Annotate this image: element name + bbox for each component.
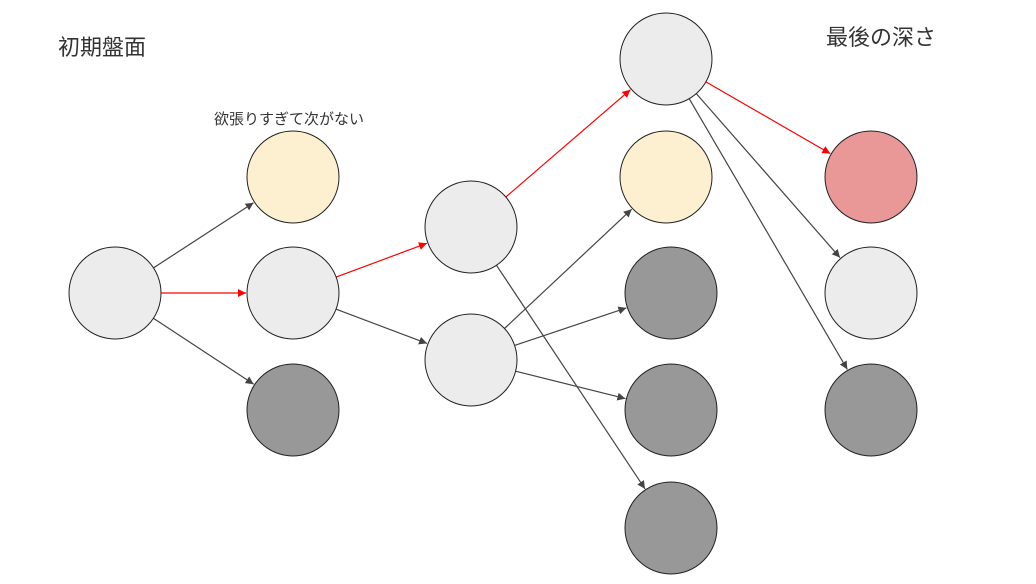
selected-edge-d1-mid-to-d2-top [335, 242, 428, 278]
node-d3-dark1 [624, 246, 718, 340]
initial-board-label: 初期盤面 [58, 36, 147, 61]
edge-d2-top-to-d3-dark3 [496, 264, 646, 490]
node-d3-yellow [619, 130, 713, 224]
edge-d3-top-to-d4-light [695, 93, 841, 258]
final-depth-label: 最後の深さ [826, 26, 937, 51]
node-d3-dark3 [624, 481, 718, 575]
node-d3-dark2 [624, 363, 718, 457]
node-layer [68, 12, 918, 575]
node-d2-top [424, 180, 518, 274]
edge-d1-mid-to-d2-bot [335, 308, 428, 345]
selected-edge-d3-top-to-d4-red [705, 81, 831, 155]
node-d1-bot [246, 363, 340, 457]
edge-layer [153, 81, 848, 490]
edge-root-to-d1-top [153, 202, 254, 269]
edge-root-to-d1-bot [153, 317, 255, 385]
node-d4-light [824, 246, 918, 340]
node-d1-top [246, 130, 340, 224]
selected-edge-d2-top-to-d3-top [505, 89, 631, 198]
node-d1-mid [246, 246, 340, 340]
node-d4-red [824, 130, 918, 224]
edge-d2-bot-to-d3-dark2 [515, 370, 626, 401]
node-d2-bot [424, 313, 518, 407]
edge-d2-bot-to-d3-dark1 [514, 306, 627, 346]
node-root [68, 246, 162, 340]
greedy-note-label: 欲張りすぎて次がない [214, 110, 365, 128]
node-d4-dark [824, 363, 918, 457]
node-d3-top [619, 12, 713, 106]
edge-d3-top-to-d4-dark [688, 98, 848, 370]
edge-d2-bot-to-d3-yellow [504, 208, 633, 329]
